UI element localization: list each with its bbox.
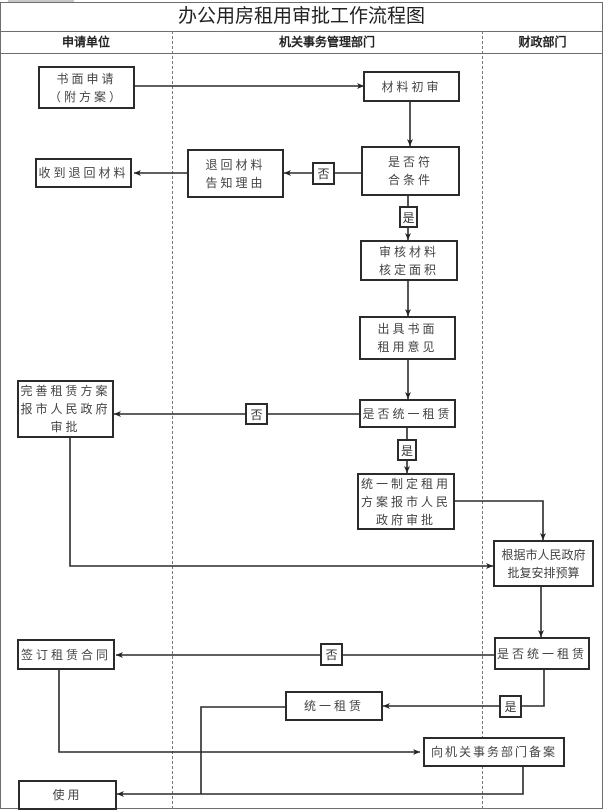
node-initial-review: 材料初审 — [363, 71, 460, 102]
edge-label-no-1: 否 — [312, 162, 335, 185]
node-budget: 根据市人民政府 批复安排预算 — [493, 540, 594, 587]
edge-label-no-3: 否 — [320, 643, 343, 666]
node-qualified-check: 是否符 合条件 — [361, 146, 460, 196]
top-tab-stub — [8, 0, 74, 3]
diagram-title: 办公用房租用审批工作流程图 — [0, 2, 603, 32]
node-unified-plan: 统一制定租用 方案报市人民 政府审批 — [357, 473, 455, 530]
lane-divider-1 — [172, 31, 173, 809]
edge-label-yes-3: 是 — [499, 695, 522, 718]
edge-lease-to-use — [200, 706, 286, 794]
lane-divider-2 — [482, 31, 483, 809]
node-improve-plan: 完善租赁方案 报市人民政府 审批 — [17, 380, 114, 438]
node-written-opinion: 出具书面 租用意见 — [359, 316, 456, 360]
lane-header-applicant: 申请单位 — [61, 35, 110, 49]
node-receive-returned: 收到退回材料 — [35, 158, 132, 188]
node-review-area: 审核材料 核定面积 — [360, 240, 458, 281]
node-unified-lease-check-2: 是否统一租赁 — [494, 637, 590, 670]
edge-record-to-use — [117, 766, 524, 797]
lane-header-finance-dept: 财政部门 — [518, 35, 567, 49]
lane-header-affairs-dept: 机关事务管理部门 — [278, 35, 375, 49]
node-unified-lease-check-1: 是否统一租赁 — [359, 399, 456, 428]
node-sign-contract: 签订租赁合同 — [17, 639, 115, 670]
node-return-materials: 退回材料 告知理由 — [187, 149, 284, 198]
header-divider — [0, 53, 603, 54]
edge-label-yes-1: 是 — [399, 206, 418, 228]
node-file-record: 向机关事务部门备案 — [423, 737, 565, 767]
edge-plan-to-budget — [455, 500, 546, 540]
edge-improve-to-budget — [69, 438, 493, 569]
edge-label-no-2: 否 — [245, 403, 268, 425]
edge-sign-to-record — [58, 669, 420, 755]
node-unified-lease: 统一租赁 — [285, 691, 383, 721]
node-use: 使用 — [18, 780, 117, 810]
node-written-application: 书面申请 （附方案） — [38, 66, 135, 109]
edge-check2-yes — [521, 669, 545, 707]
edge-label-yes-2: 是 — [397, 439, 417, 461]
